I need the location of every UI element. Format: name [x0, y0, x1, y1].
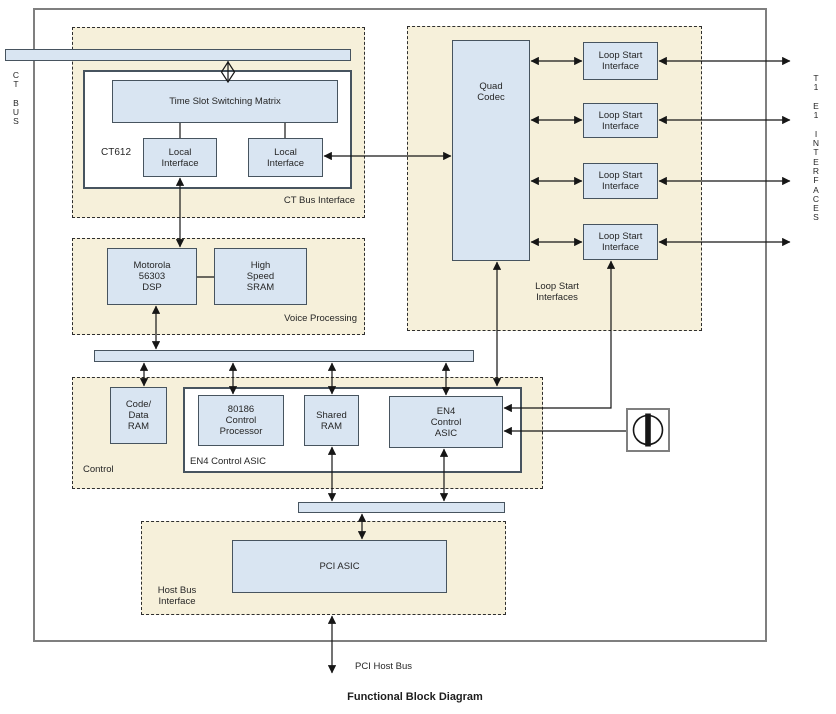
- block-shared-ram: Shared RAM: [304, 395, 359, 446]
- block-motorola-dsp: Motorola 56303 DSP: [107, 248, 197, 305]
- clock-oscillator-icon: [626, 408, 670, 452]
- block-high-speed-sram: High Speed SRAM: [214, 248, 307, 305]
- oscillator-glyph: [632, 413, 664, 447]
- pci-local-bus-bar: [298, 502, 505, 513]
- label-en4-control-asic-group: EN4 Control ASIC: [190, 456, 267, 467]
- block-local-interface-right: Local Interface: [248, 138, 323, 177]
- label-t1-e1-interfaces: T 1 E 1 I N T E R F A C E S: [812, 73, 820, 223]
- ct-bus-bar: [5, 49, 351, 61]
- block-time-slot-switching-matrix: Time Slot Switching Matrix: [112, 80, 338, 123]
- block-code-data-ram: Code/ Data RAM: [110, 387, 167, 444]
- internal-bus-bar: [94, 350, 474, 362]
- label-ct-bus-interface: CT Bus Interface: [283, 195, 355, 206]
- block-loop-start-interface-4: Loop Start Interface: [583, 224, 658, 260]
- block-quad-codec: Quad Codec: [452, 40, 530, 261]
- block-loop-start-interface-2: Loop Start Interface: [583, 103, 658, 138]
- block-loop-start-interface-3: Loop Start Interface: [583, 163, 658, 199]
- label-loop-start-interfaces: Loop Start Interfaces: [535, 281, 579, 303]
- block-loop-start-interface-1: Loop Start Interface: [583, 42, 658, 80]
- label-host-bus-interface: Host Bus Interface: [157, 585, 197, 607]
- label-voice-processing: Voice Processing: [284, 313, 357, 324]
- block-local-interface-left: Local Interface: [143, 138, 217, 177]
- label-ct612: CT612: [101, 147, 132, 158]
- block-pci-asic: PCI ASIC: [232, 540, 447, 593]
- block-en4-control-asic: EN4 Control ASIC: [389, 396, 503, 448]
- label-ct-bus: C T B U S: [12, 70, 20, 127]
- outer-border: [33, 8, 767, 642]
- block-80186-control-processor: 80186 Control Processor: [198, 395, 284, 446]
- label-pci-host-bus: PCI Host Bus: [355, 661, 413, 672]
- diagram-title: Functional Block Diagram: [347, 691, 483, 703]
- label-control: Control: [83, 464, 114, 475]
